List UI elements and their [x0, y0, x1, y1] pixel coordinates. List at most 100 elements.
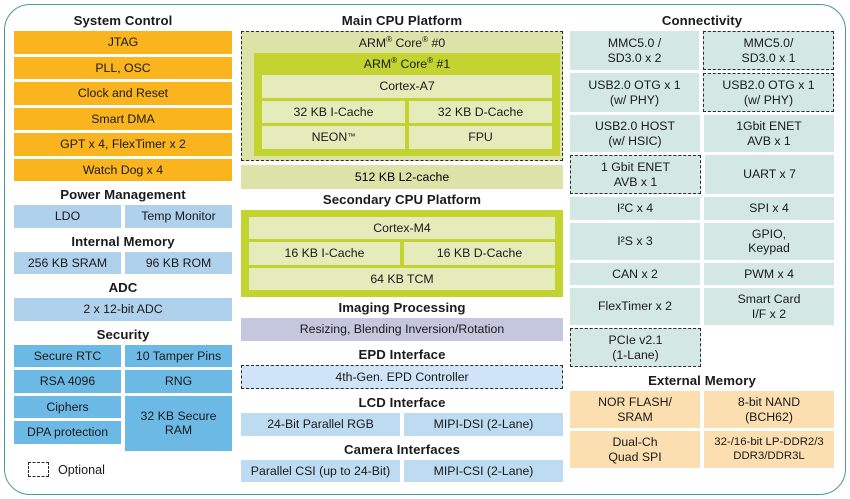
row-internal-memory: 256 KB SRAM 96 KB ROM	[14, 251, 232, 274]
block-ldo[interactable]: LDO	[14, 205, 121, 228]
security-grid: Secure RTC RSA 4096 Ciphers DPA protecti…	[14, 344, 232, 454]
block-pll-osc[interactable]: PLL, OSC	[14, 56, 232, 79]
block-secure-rtc[interactable]: Secure RTC	[14, 344, 121, 367]
block-clock-and-reset[interactable]: Clock and Reset	[14, 82, 232, 105]
row-secure-rtc: Secure RTC	[14, 344, 121, 367]
block-sram[interactable]: 256 KB SRAM	[14, 251, 121, 274]
block-m4-icache[interactable]: 16 KB I-Cache	[249, 242, 400, 265]
block-m4-dcache[interactable]: 16 KB D-Cache	[404, 242, 555, 265]
row-jtag: JTAG	[14, 31, 232, 54]
block-uart-x-7[interactable]: UART x 7	[705, 155, 834, 194]
block-mipi-csi[interactable]: MIPI-CSI (2-Lane)	[404, 459, 563, 482]
security-right-col: 10 Tamper Pins RNG 32 KB Secure RAM	[125, 344, 232, 454]
block-gpio-keypad[interactable]: GPIO, Keypad	[704, 222, 834, 260]
block-cortex-m4[interactable]: Cortex-M4	[249, 216, 555, 239]
block-a7-dcache[interactable]: 32 KB D-Cache	[409, 100, 552, 123]
block-can-x-2[interactable]: CAN x 2	[570, 262, 700, 285]
block-tamper-pins[interactable]: 10 Tamper Pins	[125, 344, 232, 367]
block-smart-card-i-f-x-2[interactable]: Smart Card I/F x 2	[704, 288, 834, 325]
block-jtag[interactable]: JTAG	[14, 31, 232, 54]
block-ic-x-4[interactable]: I²C x 4	[570, 197, 700, 220]
connectivity-row: USB2.0 OTG x 1 (w/ PHY)USB2.0 OTG x 1 (w…	[570, 73, 834, 112]
block-l2-cache[interactable]: 512 KB L2-cache	[241, 164, 563, 189]
block-flextimer-x-2[interactable]: FlexTimer x 2	[570, 288, 700, 325]
block-pcie-v2-1-1-lane[interactable]: PCIe v2.1 (1-Lane)	[570, 328, 701, 367]
block-usb2-0-otg-x-1-w-phy[interactable]: USB2.0 OTG x 1 (w/ PHY)	[703, 73, 834, 112]
block-ciphers[interactable]: Ciphers	[14, 395, 121, 418]
row-rsa: RSA 4096	[14, 370, 121, 393]
row-tamper-pins: 10 Tamper Pins	[125, 344, 232, 367]
block-dpa-protection[interactable]: DPA protection	[14, 421, 121, 444]
block-a7-icache[interactable]: 32 KB I-Cache	[262, 100, 405, 123]
block-parallel-csi[interactable]: Parallel CSI (up to 24-Bit)	[241, 459, 400, 482]
row-a7-caches: 32 KB I-Cache 32 KB D-Cache	[262, 100, 552, 123]
row-cortex-m4: Cortex-M4	[249, 216, 555, 239]
row-m4-caches: 16 KB I-Cache 16 KB D-Cache	[249, 242, 555, 265]
row-secure-ram: 32 KB Secure RAM	[125, 395, 232, 451]
row-epd: 4th-Gen. EPD Controller	[241, 364, 563, 389]
section-title-camera-interfaces: Camera Interfaces	[343, 441, 461, 457]
block-mmc5-0-sd3-0-x-1[interactable]: MMC5.0/ SD3.0 x 1	[703, 31, 834, 70]
section-title-adc: ADC	[108, 280, 138, 295]
block-1gbit-enet-avb-x-1[interactable]: 1Gbit ENET AVB x 1	[704, 115, 834, 152]
block-spi-x-4[interactable]: SPI x 4	[704, 197, 834, 220]
block-cortex-a7[interactable]: Cortex-A7	[262, 75, 552, 98]
arm-core0-optional-box[interactable]: ARM® Core® #0 ARM® Core® #1 Cortex-A7 32…	[241, 31, 563, 161]
section-title-connectivity: Connectivity	[661, 13, 743, 28]
connectivity-cell-empty	[705, 328, 834, 367]
row-imaging: Resizing, Blending Inversion/Rotation	[241, 318, 563, 341]
row-ciphers: Ciphers	[14, 395, 121, 418]
block-usb2-0-host-w-hsic[interactable]: USB2.0 HOST (w/ HSIC)	[570, 115, 700, 152]
block-smart-dma[interactable]: Smart DMA	[14, 107, 232, 130]
block-mmc5-0-sd3-0-x-2[interactable]: MMC5.0 / SD3.0 x 2	[570, 31, 699, 70]
block-mipi-dsi[interactable]: MIPI-DSI (2-Lane)	[404, 413, 563, 436]
block-rsa-4096[interactable]: RSA 4096	[14, 370, 121, 393]
block-8-bit-nand-bch62[interactable]: 8-bit NAND (BCH62)	[704, 391, 834, 428]
block-32-16-bit-lp-ddr2-3-ddr3-ddr3l[interactable]: 32-/16-bit LP-DDR2/3 DDR3/DDR3L	[704, 431, 834, 468]
arm-core0-label: ARM® Core® #0	[358, 34, 446, 50]
block-gpt-flextimer[interactable]: GPT x 4, FlexTimer x 2	[14, 133, 232, 156]
block-rng[interactable]: RNG	[125, 370, 232, 393]
block-imaging-functions[interactable]: Resizing, Blending Inversion/Rotation	[241, 318, 563, 341]
block-fpu[interactable]: FPU	[409, 126, 552, 149]
section-title-imaging-processing: Imaging Processing	[338, 300, 466, 315]
secondary-cpu-box[interactable]: Cortex-M4 16 KB I-Cache 16 KB D-Cache 64…	[241, 209, 563, 297]
block-tcm[interactable]: 64 KB TCM	[249, 267, 555, 290]
row-gpt-flextimer: GPT x 4, FlexTimer x 2	[14, 133, 232, 156]
section-title-external-memory: External Memory	[648, 373, 756, 388]
row-clock-reset: Clock and Reset	[14, 82, 232, 105]
section-title-secondary-cpu-platform: Secondary CPU Platform	[322, 191, 482, 207]
block-rom[interactable]: 96 KB ROM	[125, 251, 232, 274]
section-title-system-control: System Control	[73, 13, 173, 28]
security-left-col: Secure RTC RSA 4096 Ciphers DPA protecti…	[14, 344, 121, 454]
block-temp-monitor[interactable]: Temp Monitor	[125, 205, 232, 228]
section-title-security: Security	[96, 326, 150, 342]
row-smart-dma: Smart DMA	[14, 107, 232, 130]
block-dual-ch-quad-spi[interactable]: Dual-Ch Quad SPI	[570, 431, 700, 468]
block-1-gbit-enet-avb-x-1[interactable]: 1 Gbit ENET AVB x 1	[570, 155, 701, 194]
block-epd-controller[interactable]: 4th-Gen. EPD Controller	[241, 364, 563, 389]
block-is-x-3[interactable]: I²S x 3	[570, 222, 700, 260]
dashed-box-icon	[28, 462, 49, 477]
block-adc[interactable]: 2 x 12-bit ADC	[14, 298, 232, 321]
connectivity-row: PCIe v2.1 (1-Lane)	[570, 328, 834, 367]
block-watch-dog[interactable]: Watch Dog x 4	[14, 158, 232, 181]
block-pwm-x-4[interactable]: PWM x 4	[704, 262, 834, 285]
row-dpa: DPA protection	[14, 421, 121, 444]
center-column: Main CPU Platform ARM® Core® #0 ARM® Cor…	[241, 10, 563, 485]
block-usb2-0-otg-x-1-w-phy[interactable]: USB2.0 OTG x 1 (w/ PHY)	[570, 73, 699, 112]
block-nor-flash-sram[interactable]: NOR FLASH/ SRAM	[570, 391, 700, 428]
row-power-management: LDO Temp Monitor	[14, 205, 232, 228]
block-parallel-rgb[interactable]: 24-Bit Parallel RGB	[241, 413, 400, 436]
block-secure-ram[interactable]: 32 KB Secure RAM	[125, 395, 232, 451]
section-title-internal-memory: Internal Memory	[71, 233, 175, 249]
row-rng: RNG	[125, 370, 232, 393]
arm-core1-box[interactable]: ARM® Core® #1 Cortex-A7 32 KB I-Cache 32…	[254, 53, 560, 156]
